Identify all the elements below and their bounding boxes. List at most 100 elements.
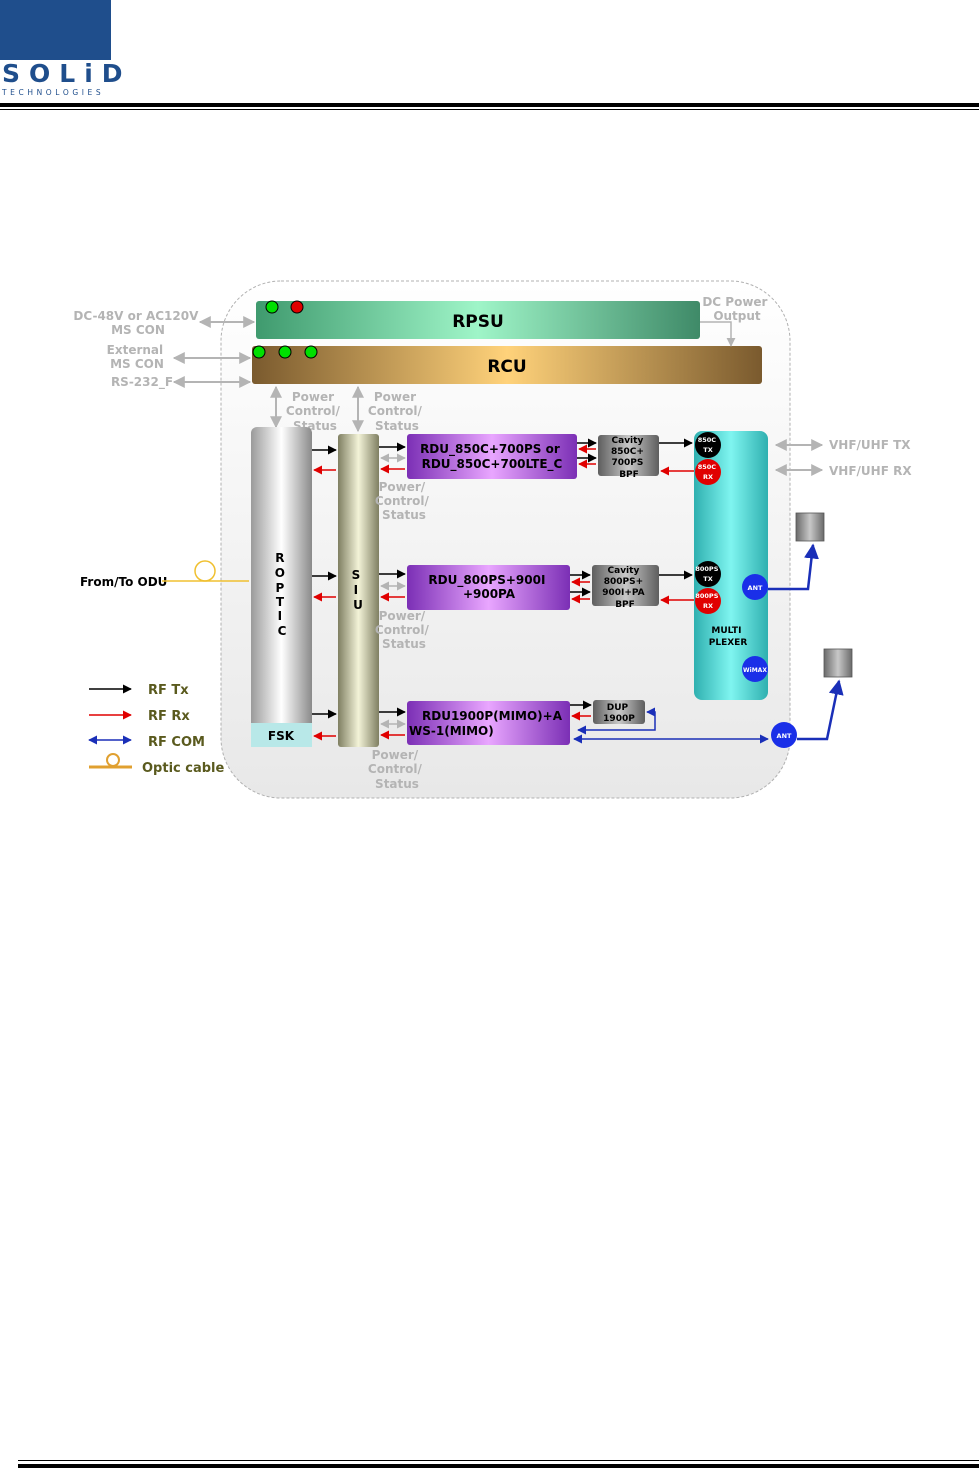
port-850c-tx	[695, 432, 721, 458]
pcs-c-line1: Power/	[379, 480, 426, 494]
cavity1-block	[598, 435, 659, 476]
antenna-2-feed	[797, 679, 844, 741]
footer-rule-thin	[18, 1460, 979, 1461]
roptic-letter-2: O	[275, 566, 285, 580]
rdu2-line1: RDU_800PS+900I	[428, 573, 545, 588]
port-850c-rx-line2: RX	[703, 473, 713, 481]
rdu2-line2: +900PA	[463, 587, 516, 601]
dup-line2: 1900P	[603, 714, 635, 724]
rdu3-line1: RDU1900P(MIMO)+A	[422, 709, 563, 723]
svg-text:Power/ Control/ Status: Power/ Control/ Status	[368, 748, 426, 791]
svg-text:Cavity 850C+ 700PS: Cavity 850C+ 700PS BPF	[611, 436, 647, 480]
svg-text:S I U: S I U	[352, 568, 365, 612]
logo-brand: SOLiD	[2, 59, 132, 88]
rdu1-line1: RDU_850C+700PS or	[420, 442, 560, 457]
pcs-e-line1: Power/	[372, 748, 419, 762]
pcs-b-line3: Status	[375, 419, 419, 433]
external-ms-con-line1: External	[107, 343, 163, 357]
rdu1-block	[407, 434, 577, 479]
dc-input-line1: DC-48V or AC120V	[73, 309, 199, 323]
from-to-odu-label: From/To ODU	[80, 575, 167, 589]
dc-power-output-line2: Output	[713, 309, 761, 323]
siu-letter-2: I	[354, 583, 358, 597]
header-rule	[0, 103, 979, 107]
ant1-label: ANT	[748, 584, 763, 592]
roptic-letter-3: P	[276, 581, 285, 595]
port-800ps-tx-line1: 800PS	[695, 565, 718, 573]
rpsu-led-green	[265, 300, 279, 314]
external-ms-con-line2: MS CON	[110, 357, 164, 371]
cavity1-line2: 850C+	[611, 447, 644, 457]
legend-rf-com-label: RF COM	[148, 735, 205, 750]
roptic-letter-1: R	[275, 551, 284, 565]
svg-text:MULTI PLEXER: MULTI PLEXER	[709, 626, 748, 648]
pcs-e-line2: Control/	[368, 762, 423, 776]
vhf-uhf-rx-label: VHF/UHF RX	[829, 464, 912, 478]
port-850c-rx	[695, 459, 721, 485]
pcs-d-line1: Power/	[379, 609, 426, 623]
roptic-letter-4: T	[276, 595, 285, 609]
port-800ps-rx-line2: RX	[703, 602, 713, 610]
cavity2-line3: 900I+PA	[602, 588, 644, 598]
dup-com-loop	[577, 707, 656, 735]
port-800ps-rx-line1: 800PS	[695, 592, 718, 600]
port-800ps-tx-line2: TX	[703, 575, 712, 583]
rpsu-led-red	[290, 300, 304, 314]
port-800ps-rx	[695, 588, 721, 614]
ant2-label: ANT	[777, 732, 792, 740]
rcu-led-3	[304, 345, 318, 359]
pcs-b-line1: Power	[374, 390, 416, 404]
rpsu-label: RPSU	[452, 312, 504, 332]
svg-text:DUP 1900P: DUP 1900P	[603, 703, 635, 724]
mux-line1: MULTI	[711, 626, 741, 636]
rpsu-block	[256, 301, 700, 339]
pcs-a-line2: Control/	[286, 404, 341, 418]
port-850c-tx-line1: 850C	[698, 436, 717, 444]
roptic-letter-6: C	[278, 624, 287, 638]
pcs-c-line2: Control/	[375, 494, 430, 508]
siu-letter-3: U	[353, 598, 363, 612]
dc-power-output-arrow	[700, 321, 736, 347]
vhf-uhf-tx-label: VHF/UHF TX	[829, 438, 911, 452]
ant1-port	[742, 574, 768, 600]
roptic-block	[251, 427, 312, 729]
antenna-1-feed	[768, 543, 819, 591]
antenna-2	[823, 648, 853, 678]
port-850c-rx-line1: 850C	[698, 463, 717, 471]
wimax-port	[742, 656, 768, 682]
pcs-d-line3: Status	[382, 637, 426, 651]
pcs-c-line3: Status	[382, 508, 426, 522]
dc-input-line2: MS CON	[111, 323, 165, 337]
rcu-label: RCU	[487, 357, 526, 377]
header-rule-thin	[0, 109, 979, 110]
svg-text:Power Control/ Status: Power Control/ Status	[286, 390, 344, 433]
rcu-block	[252, 346, 762, 384]
dup-line1: DUP	[607, 703, 629, 713]
rdu3-block	[407, 701, 570, 745]
port-850c-tx-line2: TX	[703, 446, 712, 454]
legend-optic-loop	[106, 753, 120, 767]
rcu-led-2	[278, 345, 292, 359]
svg-text:RDU1900P(MIMO)+A WS-1(MIMO: RDU1900P(MIMO)+A WS-1(MIMO)	[409, 709, 566, 738]
pcs-d-line2: Control/	[375, 623, 430, 637]
mux-line2: PLEXER	[709, 638, 748, 648]
cavity2-block	[592, 565, 659, 606]
rs232-label: RS-232_F	[111, 375, 173, 390]
pcs-e-line3: Status	[375, 777, 419, 791]
rcu-led-1	[252, 345, 266, 359]
rdu1-line2: RDU_850C+700LTE_C	[422, 457, 563, 472]
footer-rule	[18, 1464, 979, 1468]
svg-text:RDU_800PS+900I +900PA: RDU_800PS+900I +900PA	[428, 573, 549, 601]
svg-text:850C TX: 850C TX	[698, 436, 719, 454]
ant2-port	[771, 722, 797, 748]
svg-text:800PS TX: 800PS TX	[695, 565, 720, 583]
multiplexer-block	[694, 431, 768, 700]
logo-subtitle: TECHNOLOGIES	[2, 88, 105, 97]
fsk-block	[251, 723, 312, 747]
logo-block	[0, 0, 111, 60]
cavity2-line2: 800PS+	[604, 577, 643, 587]
svg-text:External MS CON: External MS CON	[107, 343, 168, 371]
company-logo: SOLiD TECHNOLOGIES	[0, 0, 123, 97]
svg-text:Power Control/ Status: Power Control/ Status	[368, 390, 426, 433]
